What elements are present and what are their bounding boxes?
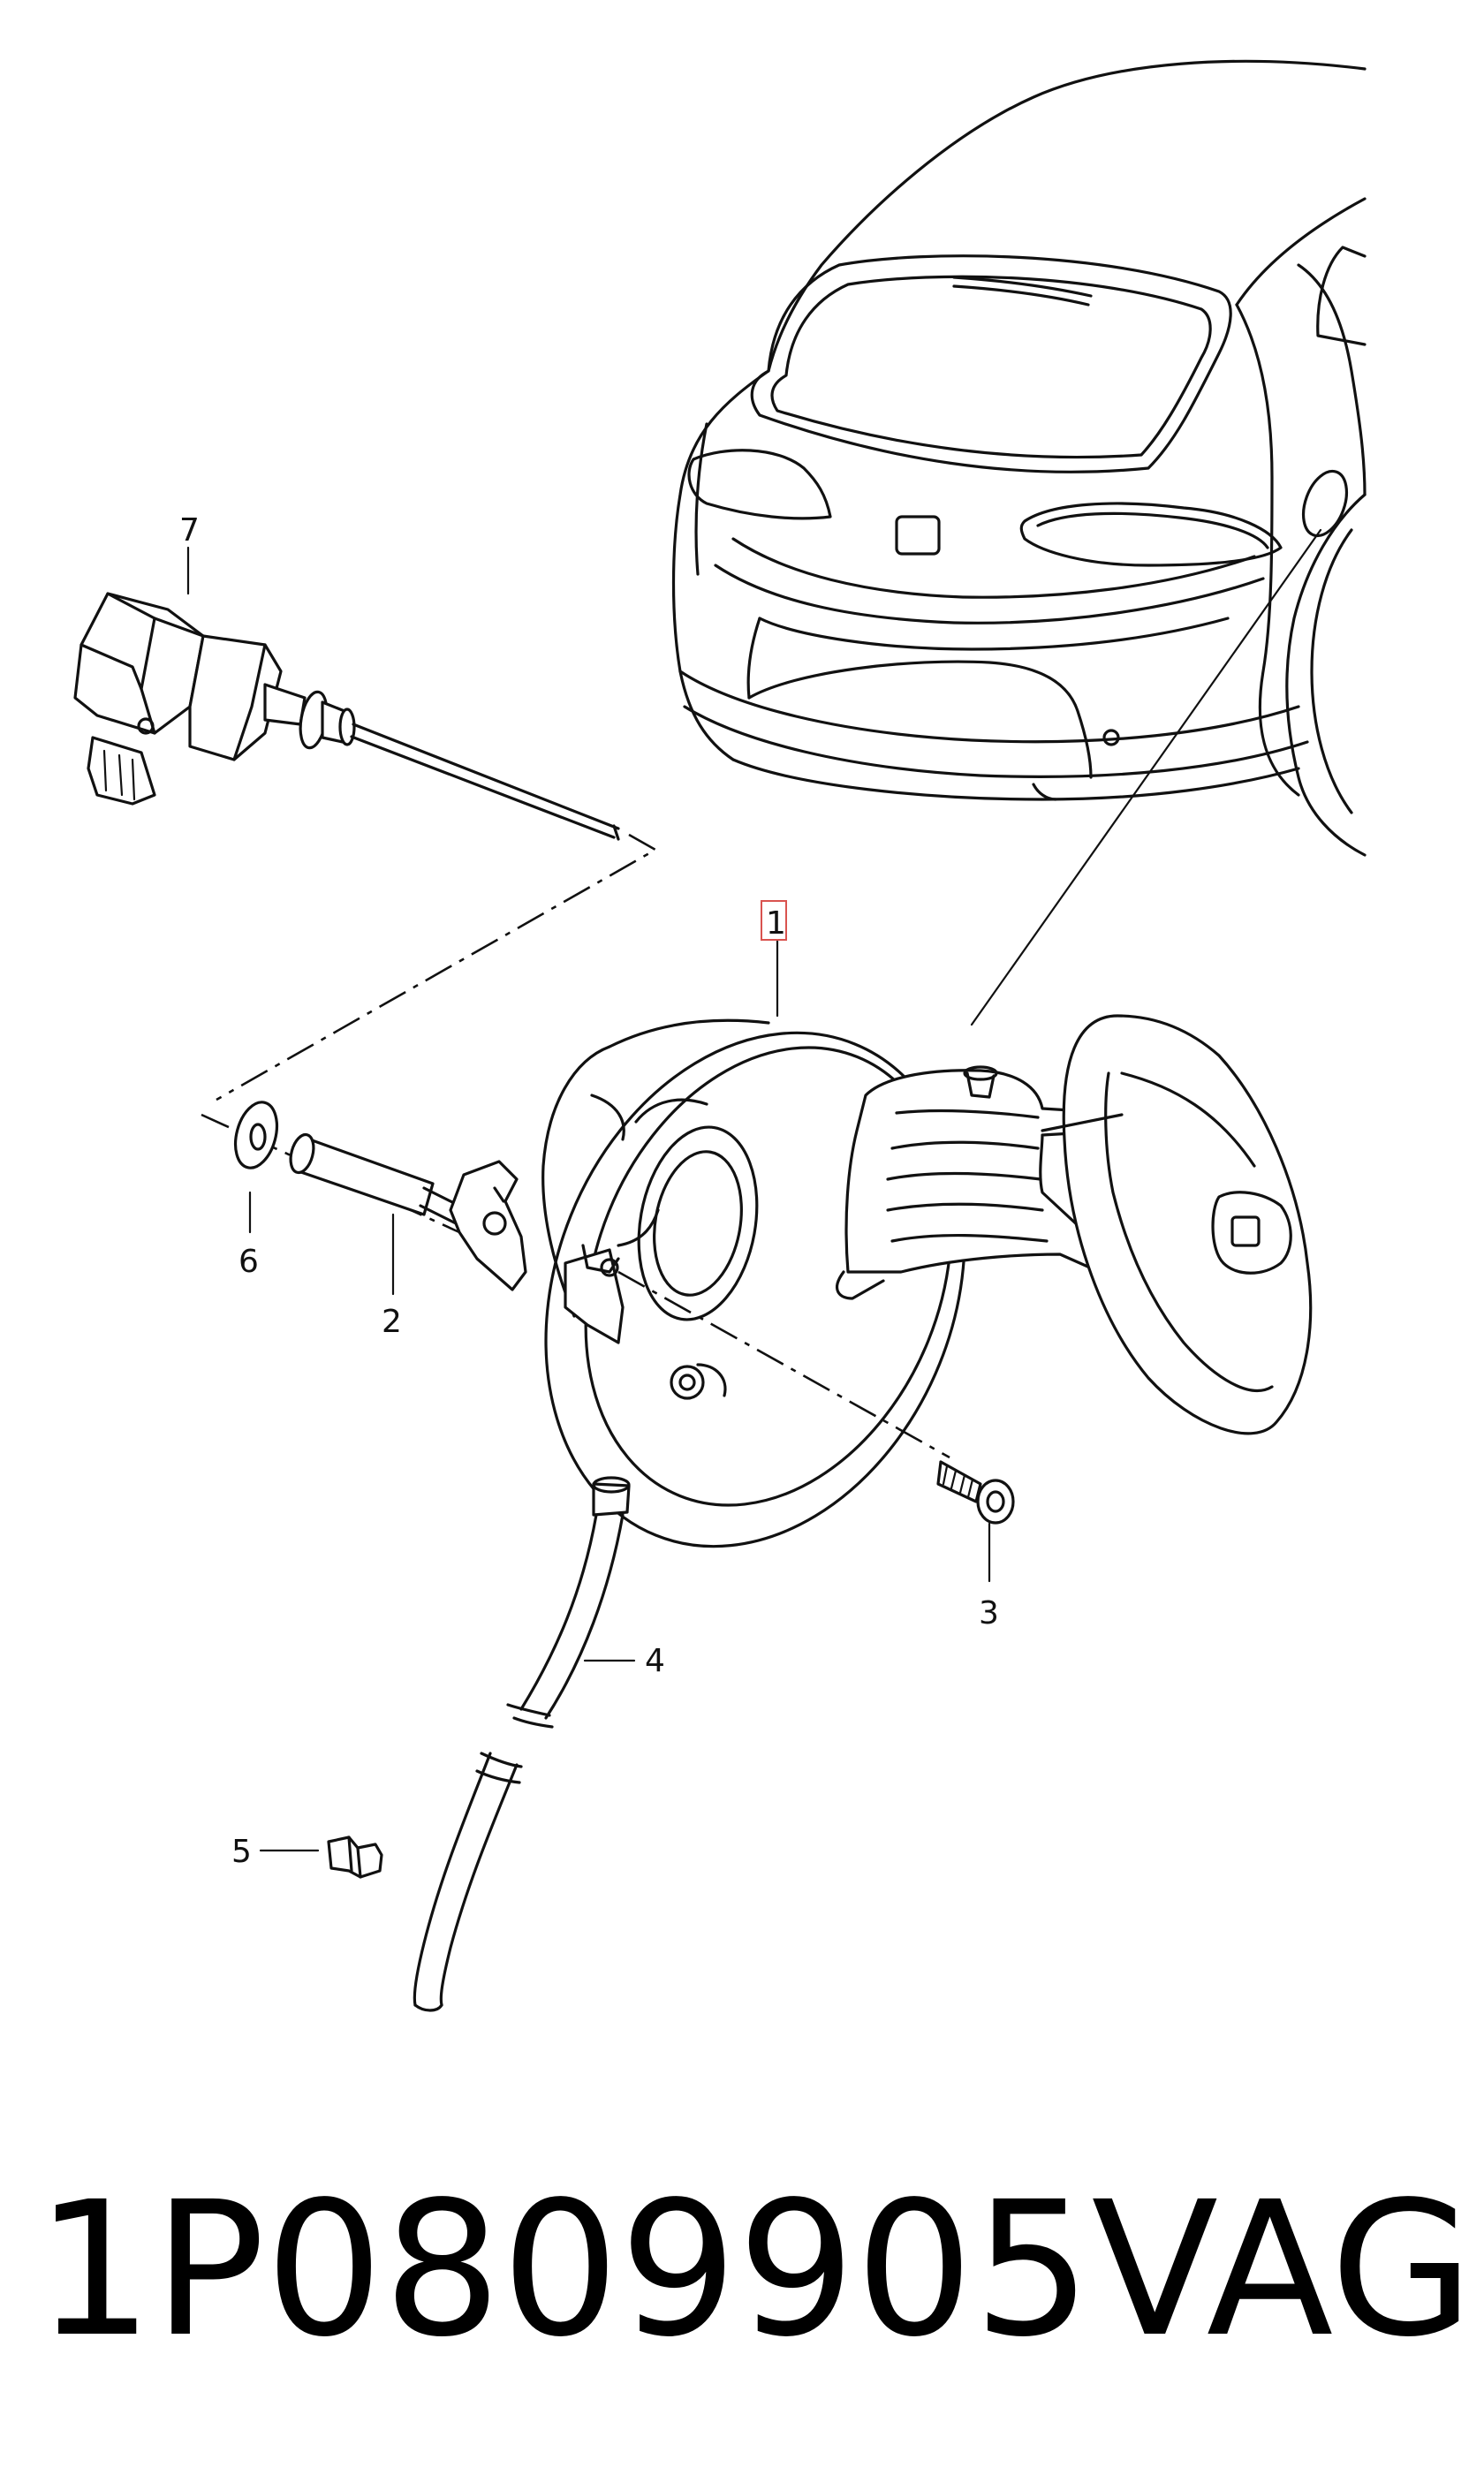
callout-4: 4 bbox=[645, 1643, 665, 1679]
callout-6: 6 bbox=[238, 1244, 259, 1280]
actuator-motor-part-7 bbox=[73, 546, 620, 841]
assembly-line-7-to-6 bbox=[201, 833, 658, 1234]
callout-5: 5 bbox=[231, 1834, 252, 1870]
callout-1: 1 bbox=[766, 905, 786, 942]
clip-part-5 bbox=[259, 1835, 383, 1879]
car-rear-illustration bbox=[671, 59, 1367, 1026]
callout-1-highlight bbox=[761, 900, 787, 941]
screw-part-3 bbox=[936, 1460, 1015, 1583]
part-number: 1P0809905 bbox=[35, 2161, 1092, 2378]
drain-hose-part-4 bbox=[413, 1476, 636, 2012]
callout-7: 7 bbox=[179, 512, 200, 549]
callout-2: 2 bbox=[382, 1304, 402, 1340]
washer-part-6 bbox=[233, 1101, 279, 1234]
callout-3: 3 bbox=[979, 1595, 999, 1631]
cable-sleeve-part-2 bbox=[289, 1132, 527, 1296]
fuel-filler-housing-part-1 bbox=[541, 939, 1313, 1548]
brand-label: VAG bbox=[1091, 2161, 1474, 2378]
callout-labels: 1 2 3 4 5 6 7 bbox=[179, 512, 999, 1870]
part-number-footer: 1P0809905 VAG bbox=[35, 2155, 1473, 2385]
